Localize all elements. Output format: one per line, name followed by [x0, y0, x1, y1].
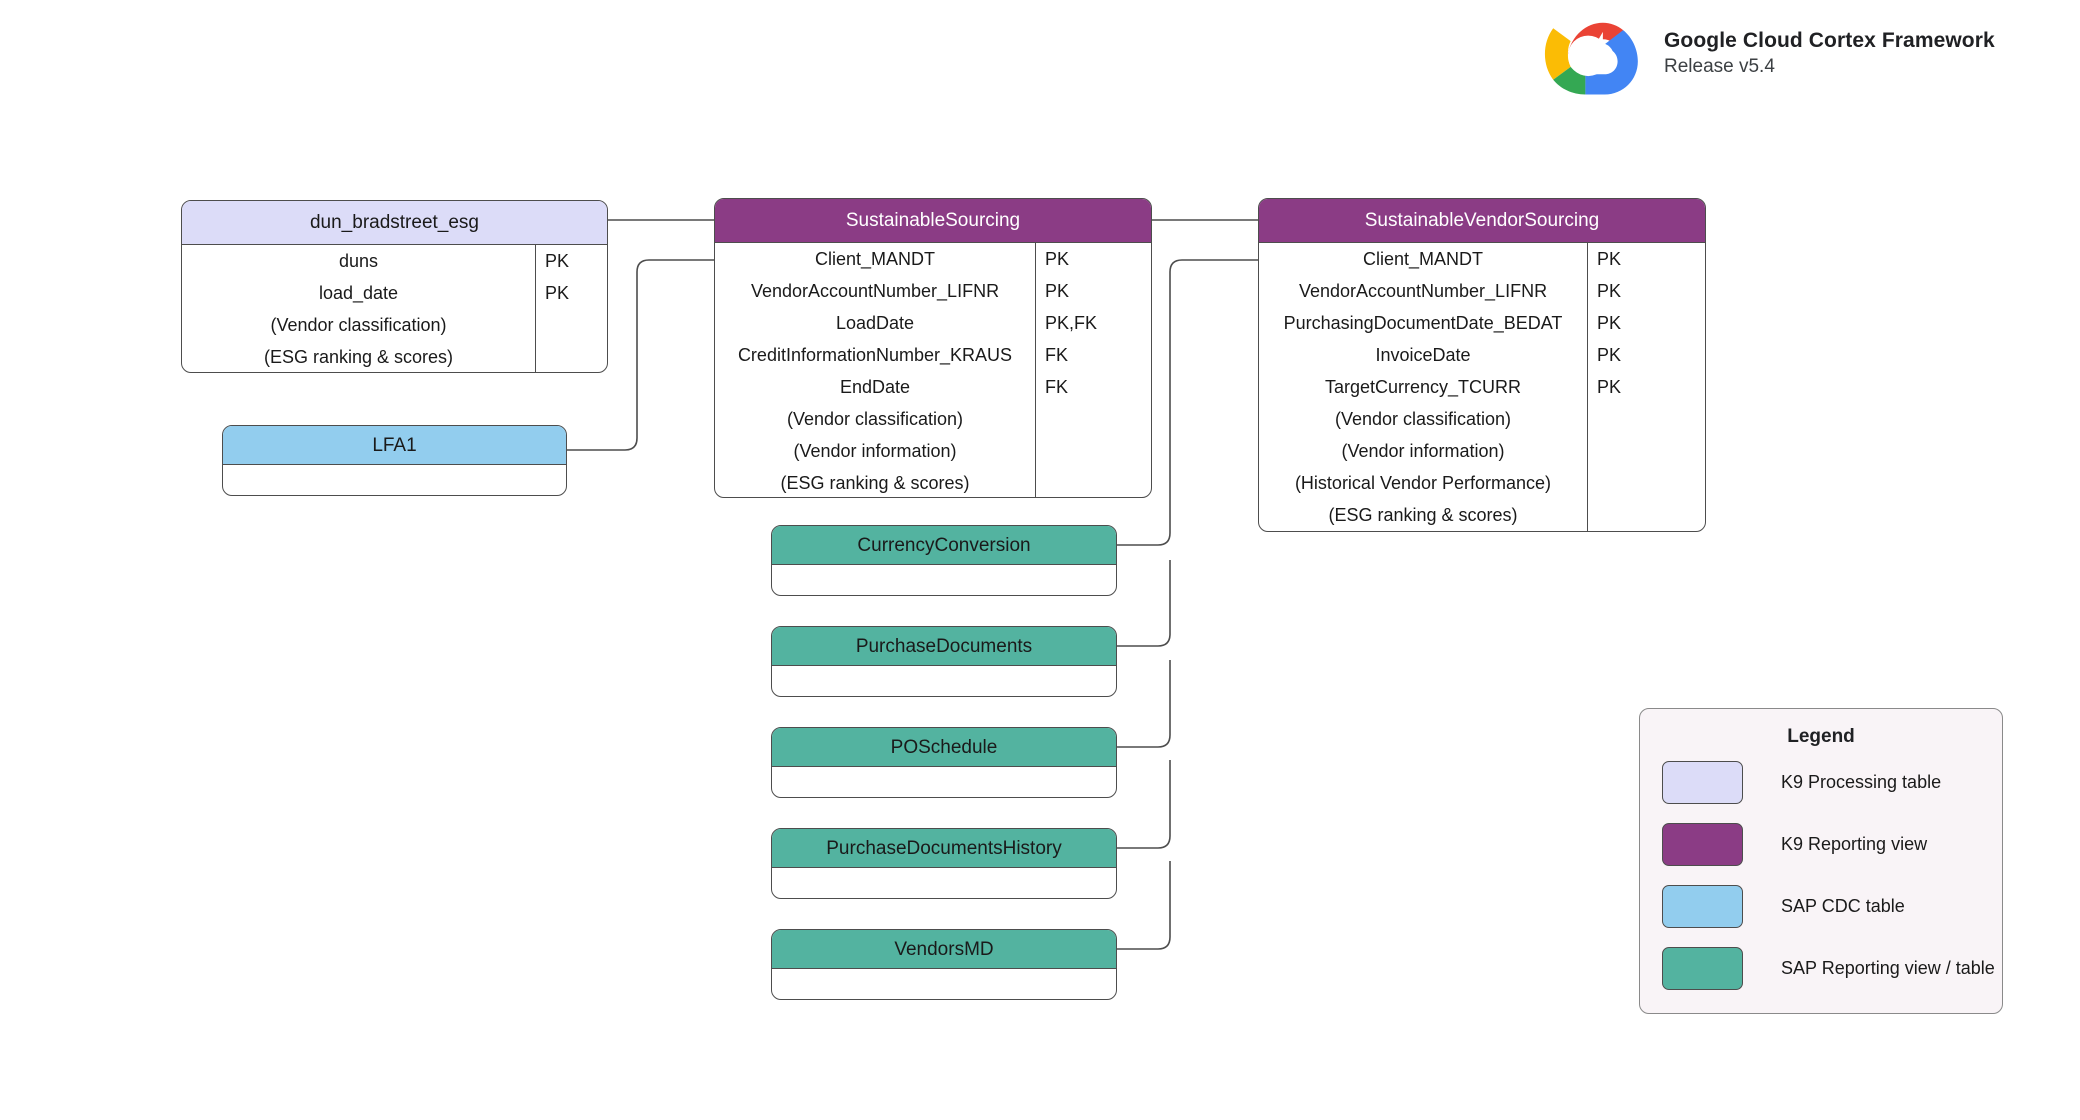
field-row: load_date: [318, 282, 399, 303]
legend-swatch: [1662, 884, 1743, 928]
key-row: [1036, 435, 1151, 467]
google-cloud-logo-icon: [1534, 8, 1646, 100]
link-purchasedocumentshistory-trunk: [1117, 760, 1171, 849]
field-row: (Vendor classification): [270, 314, 447, 335]
field-row: (ESG ranking & scores): [263, 346, 454, 367]
field-row: (ESG ranking & scores): [1328, 504, 1518, 525]
entity-key-list: PK PK PK PK PK: [1587, 243, 1705, 531]
legend-swatch: [1662, 760, 1743, 804]
entity-field-list: Client_MANDT VendorAccountNumber_LIFNR P…: [1259, 243, 1587, 531]
field-row: VendorAccountNumber_LIFNR: [1298, 280, 1548, 301]
link-vendorsmd-trunk: [1117, 861, 1171, 950]
legend-item-k9-reporting-view: K9 Reporting view: [1640, 816, 2002, 872]
entity-empty-body: [772, 969, 1116, 999]
entity-currency-conversion[interactable]: CurrencyConversion: [771, 525, 1117, 596]
legend-label: SAP Reporting view / table: [1781, 957, 1995, 978]
key-row: [1588, 435, 1705, 467]
field-row: VendorAccountNumber_LIFNR: [750, 280, 1000, 301]
entity-key-list: PK PK PK,FK FK FK: [1035, 243, 1151, 497]
entity-empty-body: [772, 767, 1116, 797]
legend-swatch: [1662, 946, 1743, 990]
legend-item-k9-processing-table: K9 Processing table: [1640, 754, 2002, 810]
legend-label: K9 Reporting view: [1781, 833, 1928, 854]
entity-purchase-documents[interactable]: PurchaseDocuments: [771, 626, 1117, 697]
entity-title: VendorsMD: [772, 930, 1116, 969]
legend-label: K9 Processing table: [1781, 771, 1942, 792]
legend-panel: Legend K9 Processing table K9 Reporting …: [1639, 708, 2003, 1014]
entity-sustainable-vendor-sourcing[interactable]: SustainableVendorSourcing Client_MANDT V…: [1258, 198, 1706, 532]
key-row: [1588, 499, 1705, 531]
legend-item-sap-reporting-view: SAP Reporting view / table: [1640, 940, 2002, 996]
legend-label: SAP CDC table: [1781, 895, 1905, 916]
entity-title: SustainableSourcing: [715, 199, 1151, 243]
key-row: PK: [1045, 280, 1070, 301]
entity-title: dun_bradstreet_esg: [182, 201, 607, 245]
field-row: PurchasingDocumentDate_BEDAT: [1283, 312, 1563, 333]
legend-title: Legend: [1787, 726, 1855, 747]
entity-purchase-documents-history[interactable]: PurchaseDocumentsHistory: [771, 828, 1117, 899]
key-row: [1588, 467, 1705, 499]
key-row: PK: [1597, 312, 1622, 333]
field-row: InvoiceDate: [1375, 344, 1471, 365]
field-row: (Vendor classification): [786, 408, 964, 429]
field-row: Client_MANDT: [1362, 248, 1484, 269]
field-row: TargetCurrency_TCURR: [1324, 376, 1522, 397]
entity-title: LFA1: [223, 426, 566, 465]
entity-field-list: Client_MANDT VendorAccountNumber_LIFNR L…: [715, 243, 1035, 497]
field-row: Client_MANDT: [814, 248, 936, 269]
key-row: PK: [1597, 280, 1622, 301]
entity-field-list: duns load_date (Vendor classification) (…: [182, 245, 535, 372]
link-purchasedocuments-trunk: [1117, 560, 1171, 647]
field-row: CreditInformationNumber_KRAUS: [737, 344, 1013, 365]
entity-dun-bradstreet-esg[interactable]: dun_bradstreet_esg duns load_date (Vendo…: [181, 200, 608, 373]
entity-key-list: PK PK: [535, 245, 607, 372]
key-row: FK: [1045, 376, 1069, 397]
entity-title: PurchaseDocuments: [772, 627, 1116, 666]
entity-empty-body: [772, 868, 1116, 898]
field-row: (Vendor classification): [1334, 408, 1512, 429]
key-row: PK: [1045, 248, 1070, 269]
entity-title: CurrencyConversion: [772, 526, 1116, 565]
key-row: PK: [545, 282, 570, 303]
key-row: [1036, 467, 1151, 497]
field-row: LoadDate: [835, 312, 915, 333]
brand-release: Release v5.4: [1664, 56, 1775, 78]
entity-empty-body: [223, 465, 566, 495]
key-row: [536, 309, 607, 341]
field-row: EndDate: [839, 376, 911, 397]
entity-sustainable-sourcing[interactable]: SustainableSourcing Client_MANDT VendorA…: [714, 198, 1152, 498]
legend-item-sap-cdc-table: SAP CDC table: [1640, 878, 2002, 934]
key-row: PK: [1597, 376, 1622, 397]
entity-lfa1[interactable]: LFA1: [222, 425, 567, 496]
brand-header: Google Cloud Cortex Framework Release v5…: [1534, 8, 1995, 100]
key-row: FK: [1045, 344, 1069, 365]
key-row: PK: [1597, 344, 1622, 365]
entity-title: PurchaseDocumentsHistory: [772, 829, 1116, 868]
key-row: [536, 341, 607, 372]
entity-empty-body: [772, 565, 1116, 595]
key-row: [1036, 403, 1151, 435]
field-row: (Vendor information): [793, 440, 957, 461]
entity-title: SustainableVendorSourcing: [1259, 199, 1705, 243]
entity-empty-body: [772, 666, 1116, 696]
key-row: [1588, 403, 1705, 435]
field-row: (ESG ranking & scores): [780, 472, 970, 493]
link-poschedule-trunk: [1117, 660, 1171, 748]
brand-title: Google Cloud Cortex Framework: [1664, 29, 1995, 53]
key-row: PK: [1597, 248, 1622, 269]
key-row: PK,FK: [1045, 312, 1098, 333]
field-row: (Vendor information): [1341, 440, 1505, 461]
legend-swatch: [1662, 822, 1743, 866]
field-row: (Historical Vendor Performance): [1294, 472, 1552, 493]
entity-po-schedule[interactable]: POSchedule: [771, 727, 1117, 798]
field-row: duns: [338, 250, 379, 271]
entity-title: POSchedule: [772, 728, 1116, 767]
entity-vendors-md[interactable]: VendorsMD: [771, 929, 1117, 1000]
key-row: PK: [545, 250, 570, 271]
